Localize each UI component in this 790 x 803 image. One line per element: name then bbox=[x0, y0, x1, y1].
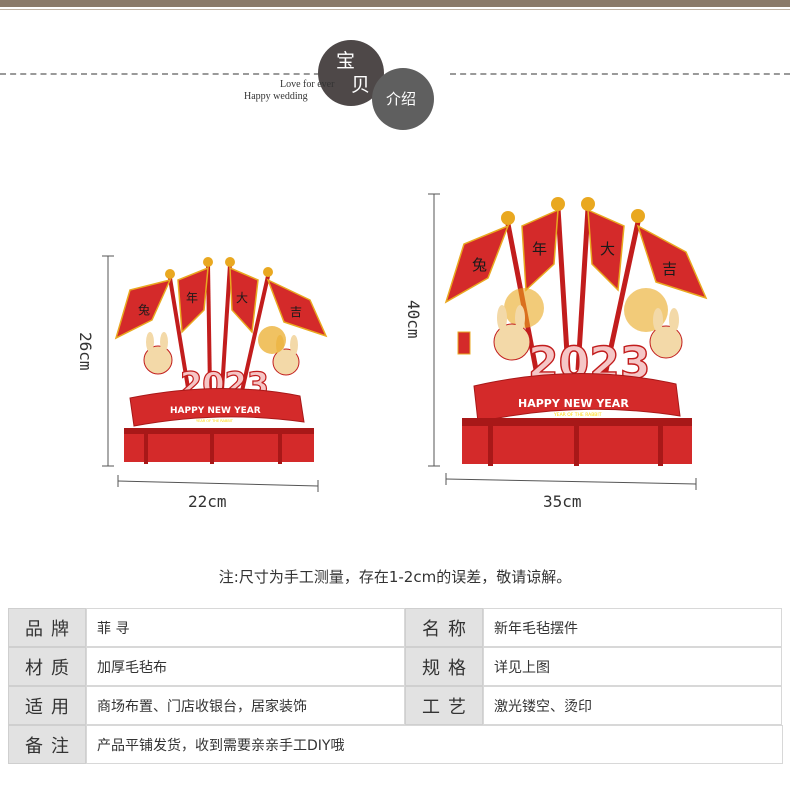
product-image-small: 兔 年 大 吉 2023 HAPPY NEW YEAR YEAR OF THE … bbox=[102, 255, 328, 492]
spec-value: 菲 寻 bbox=[86, 608, 405, 647]
spec-value: 商场布置、门店收银台，居家装饰 bbox=[86, 686, 405, 725]
flag-char-4: 吉 bbox=[662, 260, 677, 278]
flag-char-3: 大 bbox=[600, 240, 615, 258]
flag-char-1: 兔 bbox=[138, 302, 150, 317]
flag-char-1: 兔 bbox=[472, 256, 487, 274]
spec-key: 适用 bbox=[8, 686, 86, 725]
spec-table: 品牌 菲 寻 名称 新年毛毡摆件 材质 加厚毛毡布 规格 详见上图 适用 商场布… bbox=[8, 608, 783, 764]
spec-value: 加厚毛毡布 bbox=[86, 647, 405, 686]
banner-subtext: YEAR OF THE RABBIT bbox=[553, 412, 602, 418]
spec-value: 详见上图 bbox=[483, 647, 782, 686]
width-label-small: 22cm bbox=[188, 492, 227, 511]
banner-text: HAPPY NEW YEAR bbox=[170, 406, 261, 416]
product-image-large: 兔 年 大 吉 2023 HAPPY NEW YEAR YEAR OF THE … bbox=[428, 193, 708, 490]
divider-left bbox=[0, 73, 330, 75]
tagline-love: Love for ever bbox=[280, 79, 335, 90]
title-char-1: 宝 bbox=[336, 50, 356, 72]
table-row: 备注 产品平铺发货，收到需要亲亲手工DIY哦 bbox=[8, 725, 783, 764]
spec-value: 新年毛毡摆件 bbox=[483, 608, 782, 647]
banner-subtext: YEAR OF THE RABBIT bbox=[196, 419, 234, 423]
title-sub-text: 介绍 bbox=[386, 90, 417, 108]
top-bar bbox=[0, 0, 790, 10]
spec-value: 激光镂空、烫印 bbox=[483, 686, 782, 725]
height-label-large: 40cm bbox=[404, 300, 423, 339]
spec-key: 工艺 bbox=[405, 686, 483, 725]
title-char-2: 贝 bbox=[351, 74, 371, 96]
table-row: 适用 商场布置、门店收银台，居家装饰 工艺 激光镂空、烫印 bbox=[8, 686, 783, 725]
table-row: 材质 加厚毛毡布 规格 详见上图 bbox=[8, 647, 783, 686]
spec-key: 备注 bbox=[8, 725, 86, 764]
divider-right bbox=[450, 73, 790, 75]
banner-text: HAPPY NEW YEAR bbox=[518, 397, 629, 410]
spec-key: 规格 bbox=[405, 647, 483, 686]
width-label-large: 35cm bbox=[543, 492, 582, 511]
flag-char-3: 大 bbox=[236, 291, 248, 305]
height-label-small: 26cm bbox=[76, 332, 95, 371]
spec-key: 材质 bbox=[8, 647, 86, 686]
flag-char-4: 吉 bbox=[290, 305, 302, 319]
spec-key: 名称 bbox=[405, 608, 483, 647]
spec-value: 产品平铺发货，收到需要亲亲手工DIY哦 bbox=[86, 725, 783, 764]
flag-char-2: 年 bbox=[532, 240, 547, 258]
tagline-wedding: Happy wedding bbox=[244, 91, 308, 102]
flag-char-2: 年 bbox=[186, 291, 198, 305]
title-badge-sub: 介绍 bbox=[372, 68, 434, 130]
measurement-note: 注:尺寸为手工测量，存在1-2cm的误差，敬请谅解。 bbox=[218, 568, 572, 586]
title-badge-main: 宝 贝 bbox=[318, 40, 384, 106]
spec-key: 品牌 bbox=[8, 608, 86, 647]
table-row: 品牌 菲 寻 名称 新年毛毡摆件 bbox=[8, 608, 783, 647]
